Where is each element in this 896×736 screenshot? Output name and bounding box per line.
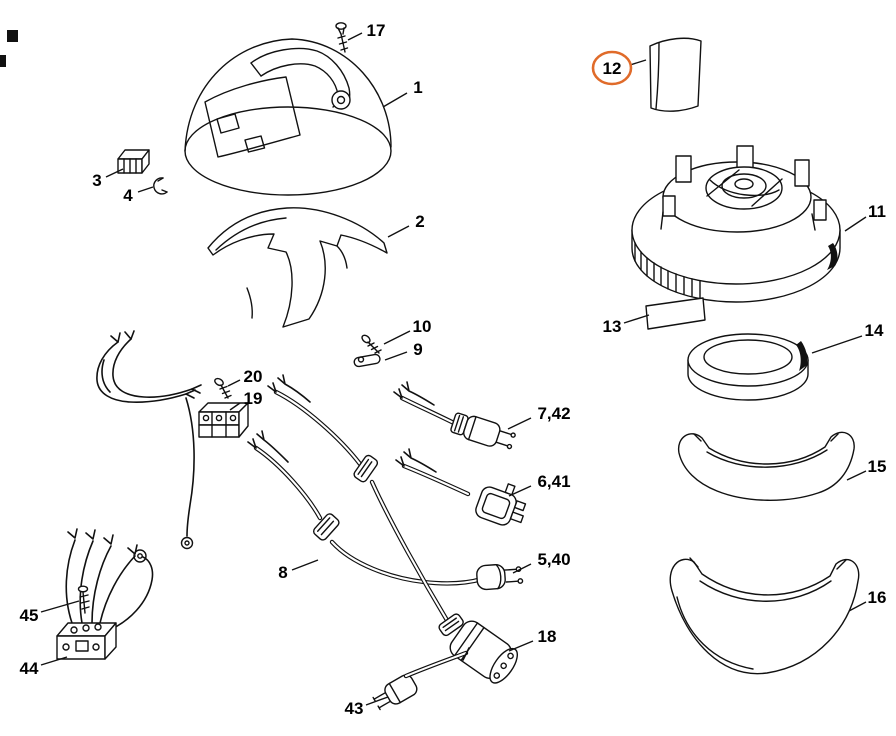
part-label-7,42: 7,42 bbox=[537, 404, 571, 423]
part-drawing-retainer-9 bbox=[353, 353, 381, 368]
part-label-45: 45 bbox=[19, 606, 39, 625]
leader-line-13 bbox=[623, 314, 650, 324]
part-label-43: 43 bbox=[344, 699, 364, 718]
leader-line-16 bbox=[848, 601, 867, 612]
leader-line-8 bbox=[291, 559, 319, 571]
part-drawing-screw-10 bbox=[361, 334, 382, 354]
part-drawing-cover bbox=[184, 38, 392, 196]
leader-line-4 bbox=[137, 186, 154, 193]
leader-line-17 bbox=[347, 32, 363, 41]
leader-line-20 bbox=[227, 379, 241, 387]
part-drawing-shell-15 bbox=[677, 431, 855, 501]
part-drawing-cover-strip-12 bbox=[649, 37, 702, 112]
part-label-5,40: 5,40 bbox=[537, 550, 571, 569]
part-label-16: 16 bbox=[867, 588, 887, 607]
part-label-3: 3 bbox=[92, 171, 102, 190]
part-label-18: 18 bbox=[537, 627, 557, 646]
leader-line-18 bbox=[508, 640, 534, 652]
leader-line-7,42 bbox=[507, 417, 532, 430]
leader-line-15 bbox=[846, 470, 867, 481]
part-drawing-fan-housing-11 bbox=[631, 145, 841, 303]
part-drawing-contact-block bbox=[117, 149, 150, 174]
leader-line-6,41 bbox=[508, 485, 532, 497]
part-drawing-cable-7-42 bbox=[393, 381, 516, 450]
leader-line-19 bbox=[229, 402, 241, 411]
part-label-17: 17 bbox=[366, 21, 386, 40]
scan-marks bbox=[0, 30, 18, 67]
part-label-9: 9 bbox=[413, 340, 423, 359]
part-drawing-cable-5-40 bbox=[247, 430, 524, 591]
part-label-11: 11 bbox=[868, 202, 886, 221]
part-label-1: 1 bbox=[413, 78, 423, 97]
leader-line-10 bbox=[383, 330, 411, 345]
leader-line-3 bbox=[105, 168, 124, 178]
part-label-14: 14 bbox=[864, 321, 884, 340]
part-label-20: 20 bbox=[243, 367, 263, 386]
leader-line-11 bbox=[844, 216, 867, 232]
leader-line-12 bbox=[629, 59, 647, 66]
part-drawing-switch-44 bbox=[56, 528, 154, 660]
part-label-10: 10 bbox=[412, 317, 432, 336]
leader-line-5,40 bbox=[512, 563, 532, 574]
part-drawing-clip bbox=[153, 177, 168, 195]
part-drawing-screw-20 bbox=[214, 377, 232, 399]
part-drawing-cable-6-41 bbox=[395, 448, 527, 526]
part-drawing-shell-16 bbox=[669, 557, 860, 675]
leader-line-43 bbox=[365, 696, 389, 706]
part-label-4: 4 bbox=[123, 186, 133, 205]
part-label-12: 12 bbox=[602, 59, 622, 78]
part-drawing-screw-45 bbox=[77, 585, 90, 614]
part-drawing-screw-17 bbox=[335, 22, 349, 53]
part-label-44: 44 bbox=[19, 659, 39, 678]
leader-line-14 bbox=[811, 335, 863, 354]
leader-line-2 bbox=[387, 225, 410, 238]
part-label-8: 8 bbox=[278, 563, 288, 582]
leader-line-44 bbox=[40, 656, 68, 666]
leader-line-9 bbox=[384, 351, 408, 361]
part-drawing-plate-13 bbox=[645, 297, 706, 330]
part-drawing-baffle bbox=[207, 207, 388, 328]
part-drawing-ring-14 bbox=[687, 333, 809, 401]
highlight-circle-12 bbox=[591, 50, 633, 86]
part-label-15: 15 bbox=[867, 457, 887, 476]
leader-line-1 bbox=[382, 92, 408, 108]
part-label-13: 13 bbox=[602, 317, 622, 336]
part-label-2: 2 bbox=[415, 212, 425, 231]
part-drawing-connector-18 bbox=[267, 374, 518, 684]
part-label-19: 19 bbox=[243, 389, 263, 408]
part-drawing-wire-bundle bbox=[96, 330, 202, 550]
part-drawing-terminal-block bbox=[198, 402, 249, 438]
leader-line-45 bbox=[40, 600, 80, 613]
part-label-6,41: 6,41 bbox=[537, 472, 571, 491]
